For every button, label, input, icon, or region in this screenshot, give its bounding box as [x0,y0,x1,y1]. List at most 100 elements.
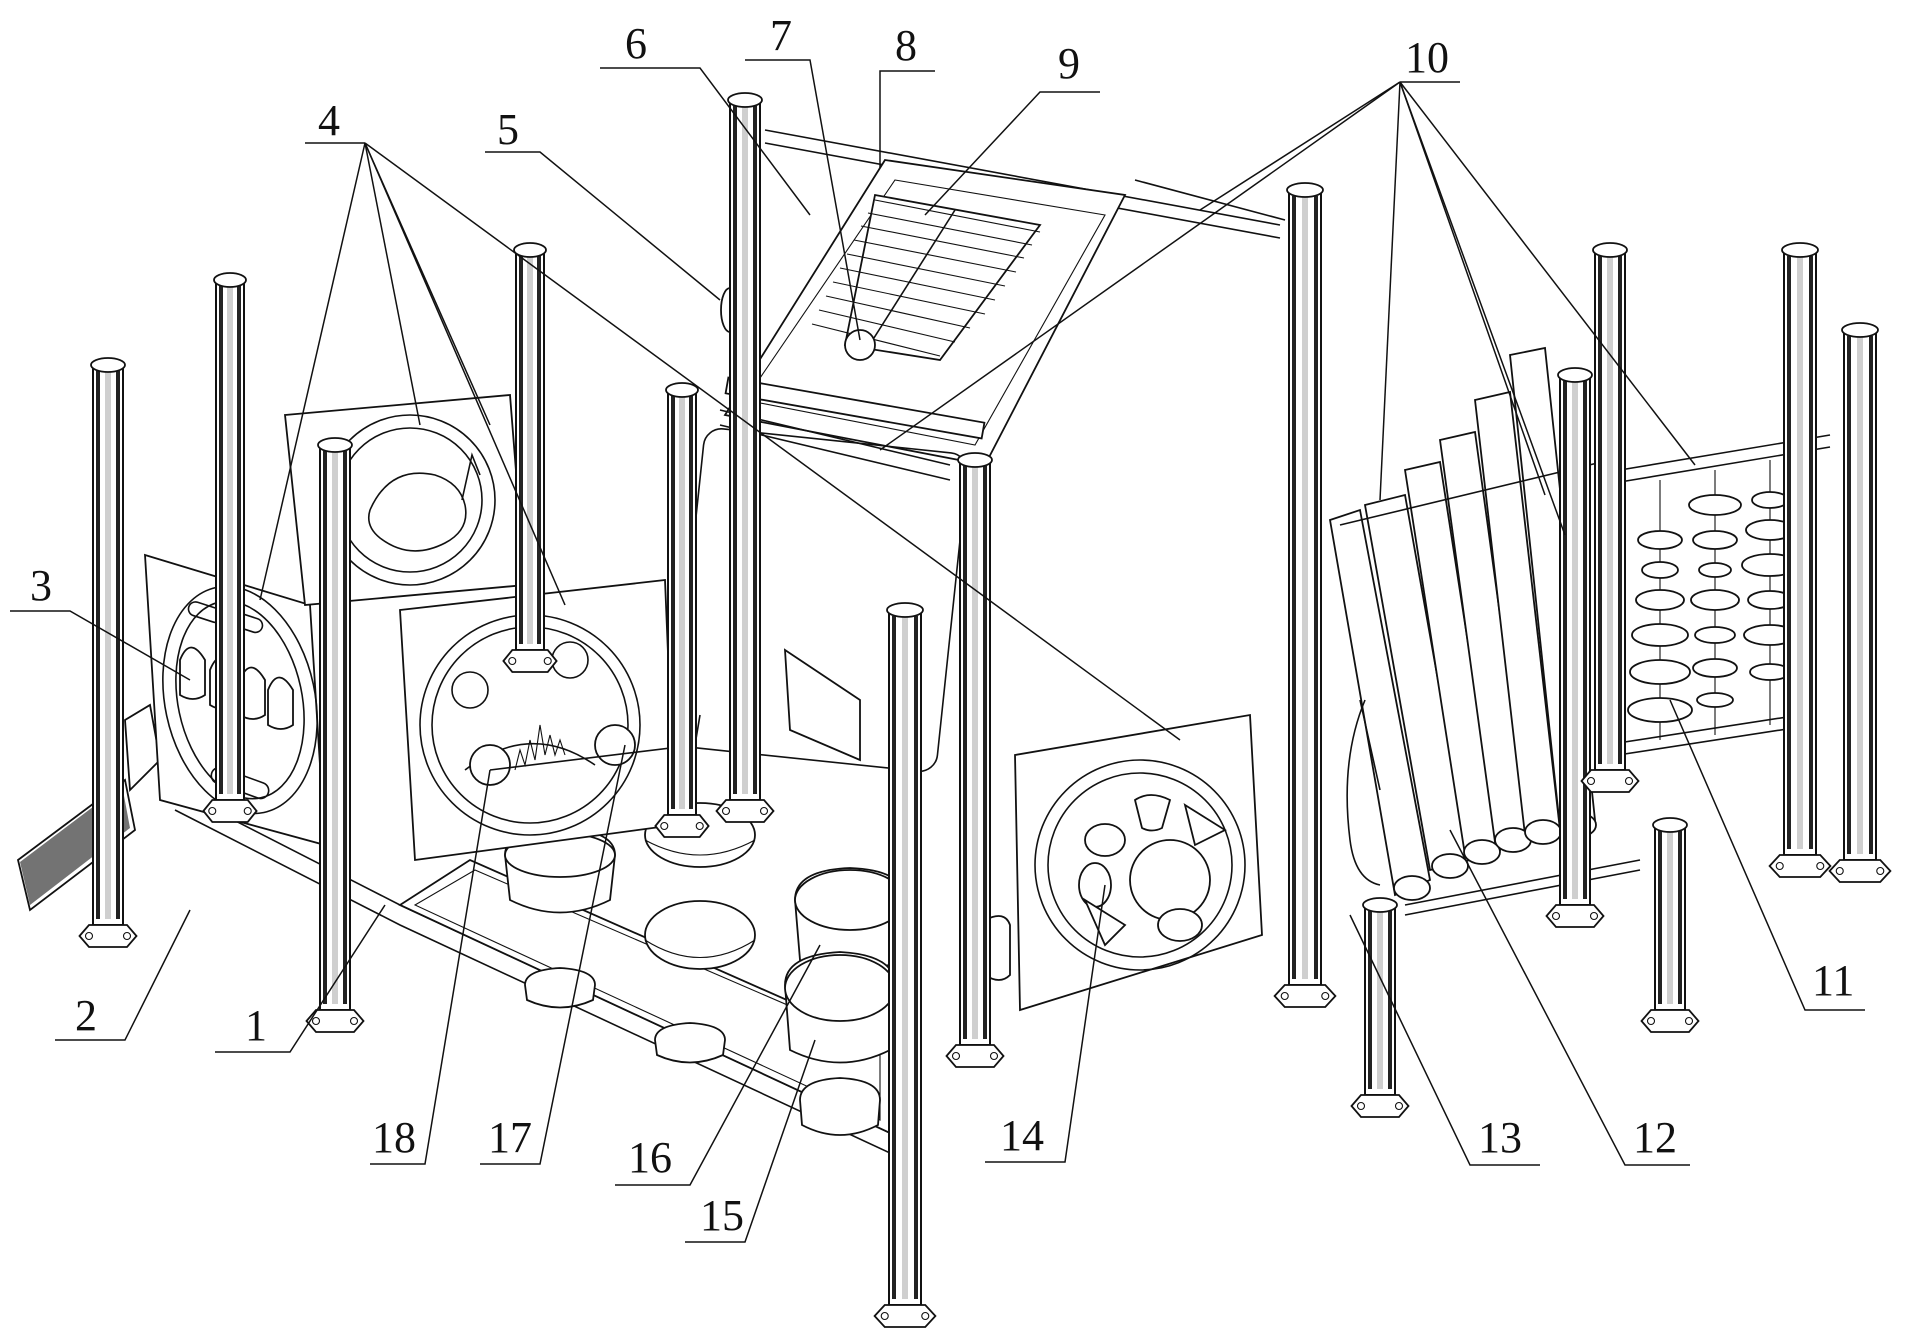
post [715,92,775,823]
post [945,452,1005,1068]
callout-17: 17 [480,744,626,1165]
post [1545,367,1605,928]
callout-6: 6 [600,19,811,216]
post-base-plate [1828,859,1892,883]
post [305,437,365,1033]
callout-7: 7 [745,11,861,341]
post [1828,322,1892,883]
post-cap [957,452,993,468]
disc-column-3 [1741,460,1799,725]
disc-column-2 [1688,470,1742,735]
callout-10: 10 [879,33,1696,536]
post [502,242,558,673]
label-17: 17 [488,1113,532,1162]
drum-under [799,1077,881,1136]
post-base-plate [1640,1009,1700,1033]
post-cap [1841,322,1879,338]
post-cap [727,92,763,108]
callout-12: 12 [1449,829,1690,1166]
label-1: 1 [245,1001,267,1050]
label-6: 6 [625,19,647,68]
drum [784,951,896,1064]
post-base-plate [502,649,558,673]
callout-11: 11 [1669,699,1865,1011]
post-cap [1557,367,1593,383]
label-9: 9 [1058,39,1080,88]
callout-5: 5 [485,105,721,301]
post-base-plate [945,1044,1005,1068]
callout-3: 3 [10,561,191,681]
post-base-plate [1768,854,1832,878]
callout-9: 9 [924,39,1100,216]
drum-under [524,967,596,1009]
post-base-plate [1350,1094,1410,1118]
post [654,382,710,838]
post-cap [886,602,924,618]
label-7: 7 [770,11,792,60]
xylophone-frame [719,129,1281,481]
post-cap [1781,242,1819,258]
post-cap [317,437,353,453]
xylophone-bars [811,199,1041,357]
callout-4: 4 [259,96,1181,741]
post-base-plate [1273,984,1337,1008]
callouts: 4 5 6 7 8 9 [10,11,1865,1243]
callout-1: 1 [215,904,386,1053]
label-14: 14 [1000,1111,1044,1160]
post-base-plate [1545,904,1605,928]
post-cap [90,357,126,373]
callout-8: 8 [879,21,935,168]
post [1640,817,1700,1033]
post-cap [1592,242,1628,258]
post [873,602,937,1328]
label-11: 11 [1812,956,1854,1005]
face-panel [399,578,701,862]
post-cap [513,242,547,258]
slide [16,703,161,912]
post-cap [1652,817,1688,833]
callout-15: 15 [685,1039,816,1243]
label-12: 12 [1633,1113,1677,1162]
label-15: 15 [700,1191,744,1240]
post-base-plate [873,1304,937,1328]
post-base-plate [202,799,258,823]
disc-column-1 [1627,480,1693,740]
floor-drums [504,802,906,1136]
post-base-plate [1580,769,1640,793]
callout-16: 16 [615,944,821,1186]
post-base-plate [715,799,775,823]
label-8: 8 [895,21,917,70]
label-5: 5 [497,105,519,154]
label-18: 18 [372,1113,416,1162]
post-cap [665,382,699,398]
post [78,357,138,948]
horn-panel [984,713,1263,1012]
drum-under [654,1022,726,1064]
callout-14: 14 [985,884,1106,1163]
label-2: 2 [75,991,97,1040]
post-cap [1286,182,1324,198]
post-base-plate [78,924,138,948]
label-4: 4 [318,96,340,145]
post-cap [213,272,247,288]
post-cap [1362,897,1398,913]
callout-13: 13 [1349,914,1540,1166]
callout-2: 2 [55,909,191,1041]
post [202,272,258,823]
post [1768,242,1832,878]
drum [644,900,756,970]
post-base-plate [305,1009,365,1033]
label-13: 13 [1478,1113,1522,1162]
disc-chimes [1604,434,1831,758]
label-10: 10 [1405,33,1449,82]
post [1350,897,1410,1118]
tube-chimes [1328,346,1641,916]
gate-frame [672,428,969,773]
post [1273,182,1337,1008]
callout-18: 18 [370,769,491,1165]
post-base-plate [654,814,710,838]
label-16: 16 [628,1133,672,1182]
label-3: 3 [30,561,52,610]
posts [78,92,1892,1328]
